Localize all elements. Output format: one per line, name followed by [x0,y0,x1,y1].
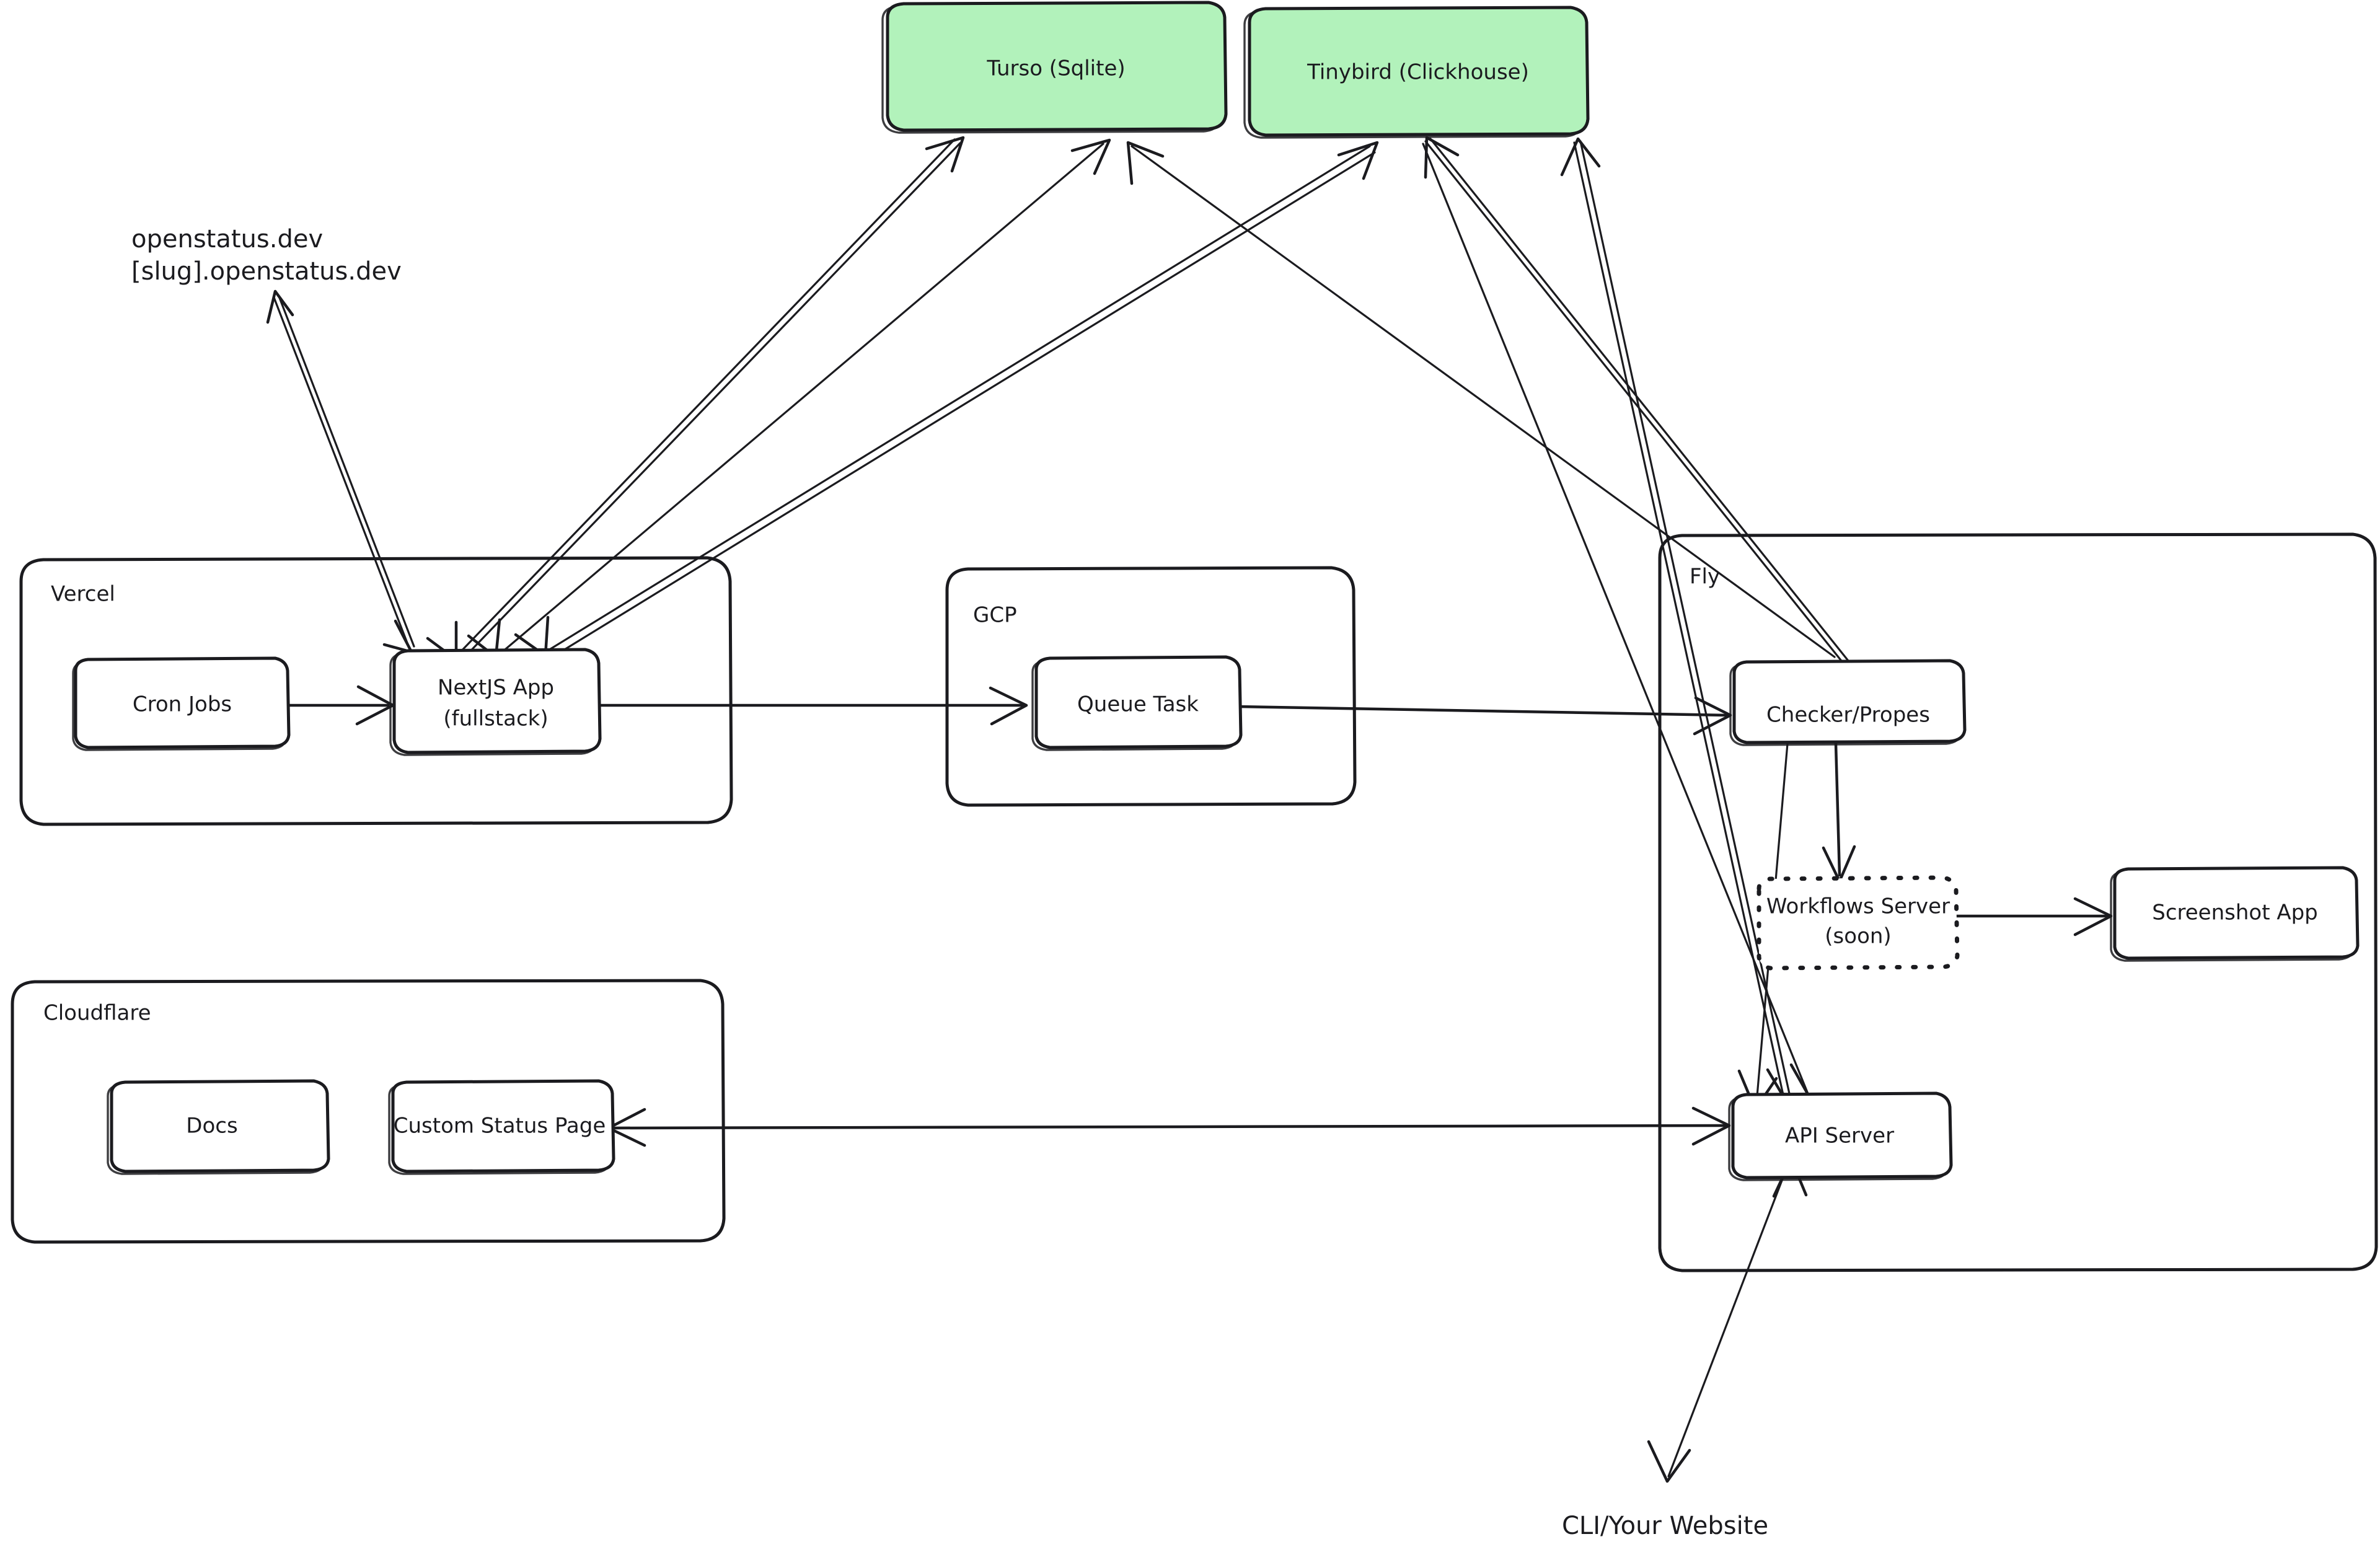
edge-checker-workflows [1822,742,1856,883]
node-api-server[interactable]: API Server [1728,1091,1953,1181]
node-label-workflows-server-sub: (soon) [1825,924,1891,949]
node-screenshot-app[interactable]: Screenshot App [2110,866,2360,962]
edge-nextjs-queue [598,686,1028,726]
node-tinybird[interactable]: Tinybird (Clickhouse) [1243,6,1590,139]
node-label-screenshot-app: Screenshot App [2152,901,2318,925]
edge-nextjs-turso [426,136,965,662]
edge-api-cli [1647,1157,1808,1483]
group-fly: Fly [1658,532,2378,1272]
node-turso[interactable]: Turso (Sqlite) [881,1,1228,134]
node-label-nextjs-app: NextJS App [438,676,554,700]
node-label-queue-task: Queue Task [1077,692,1199,717]
edge-api-tinybird-2 [1422,143,1814,1104]
edge-api-tinybird [1560,137,1792,1108]
group-cloudflare: Cloudflare [11,979,726,1244]
edges-layer [266,136,2113,1483]
group-label-fly: Fly [1690,565,1720,589]
node-queue-task[interactable]: Queue Task [1031,655,1243,751]
edge-queue-checker [1236,696,1732,736]
node-label-tinybird: Tinybird (Clickhouse) [1307,60,1529,85]
edge-nextjs-tinybird [514,141,1379,659]
edge-checker-turso [1126,141,1836,658]
group-label-gcp: GCP [973,603,1017,628]
domains-label: openstatus.dev [slug].openstatus.dev [131,225,402,286]
domains-line1: openstatus.dev [131,225,323,253]
node-label-workflows-server: Workflows Server [1766,894,1950,919]
domains-line2: [slug].openstatus.dev [131,257,402,286]
node-nextjs-app[interactable]: NextJS App (fullstack) [389,648,602,756]
node-label-api-server: API Server [1785,1124,1894,1148]
node-checker-propes[interactable]: Checker/Propes [1729,659,1967,746]
node-custom-status-page[interactable]: Custom Status Page [388,1079,615,1175]
node-workflows-server[interactable]: Workflows Server (soon) [1756,875,1960,971]
edge-turso-nextjs [467,138,1111,659]
group-label-vercel: Vercel [51,582,115,607]
node-label-nextjs-app-sub: (fullstack) [443,707,548,731]
edge-nextjs-domains [266,289,415,654]
cli-website-label: CLI/Your Website [1562,1512,1768,1540]
edge-statuspage-api [607,1106,1731,1147]
node-label-checker-propes: Checker/Propes [1766,703,1930,728]
edge-workflows-screenshot [1954,897,2113,937]
node-label-cron-jobs: Cron Jobs [133,692,232,717]
node-label-custom-status-page: Custom Status Page [394,1114,606,1139]
group-label-cloudflare: Cloudflare [43,1001,151,1026]
group-gcp: GCP [945,566,1357,807]
node-label-turso: Turso (Sqlite) [986,56,1125,81]
group-vercel: Vercel [19,556,733,826]
node-docs[interactable]: Docs [107,1079,330,1175]
node-label-docs: Docs [186,1114,237,1139]
node-cron-jobs[interactable]: Cron Jobs [72,656,291,751]
edge-cron-nextjs [282,685,395,726]
